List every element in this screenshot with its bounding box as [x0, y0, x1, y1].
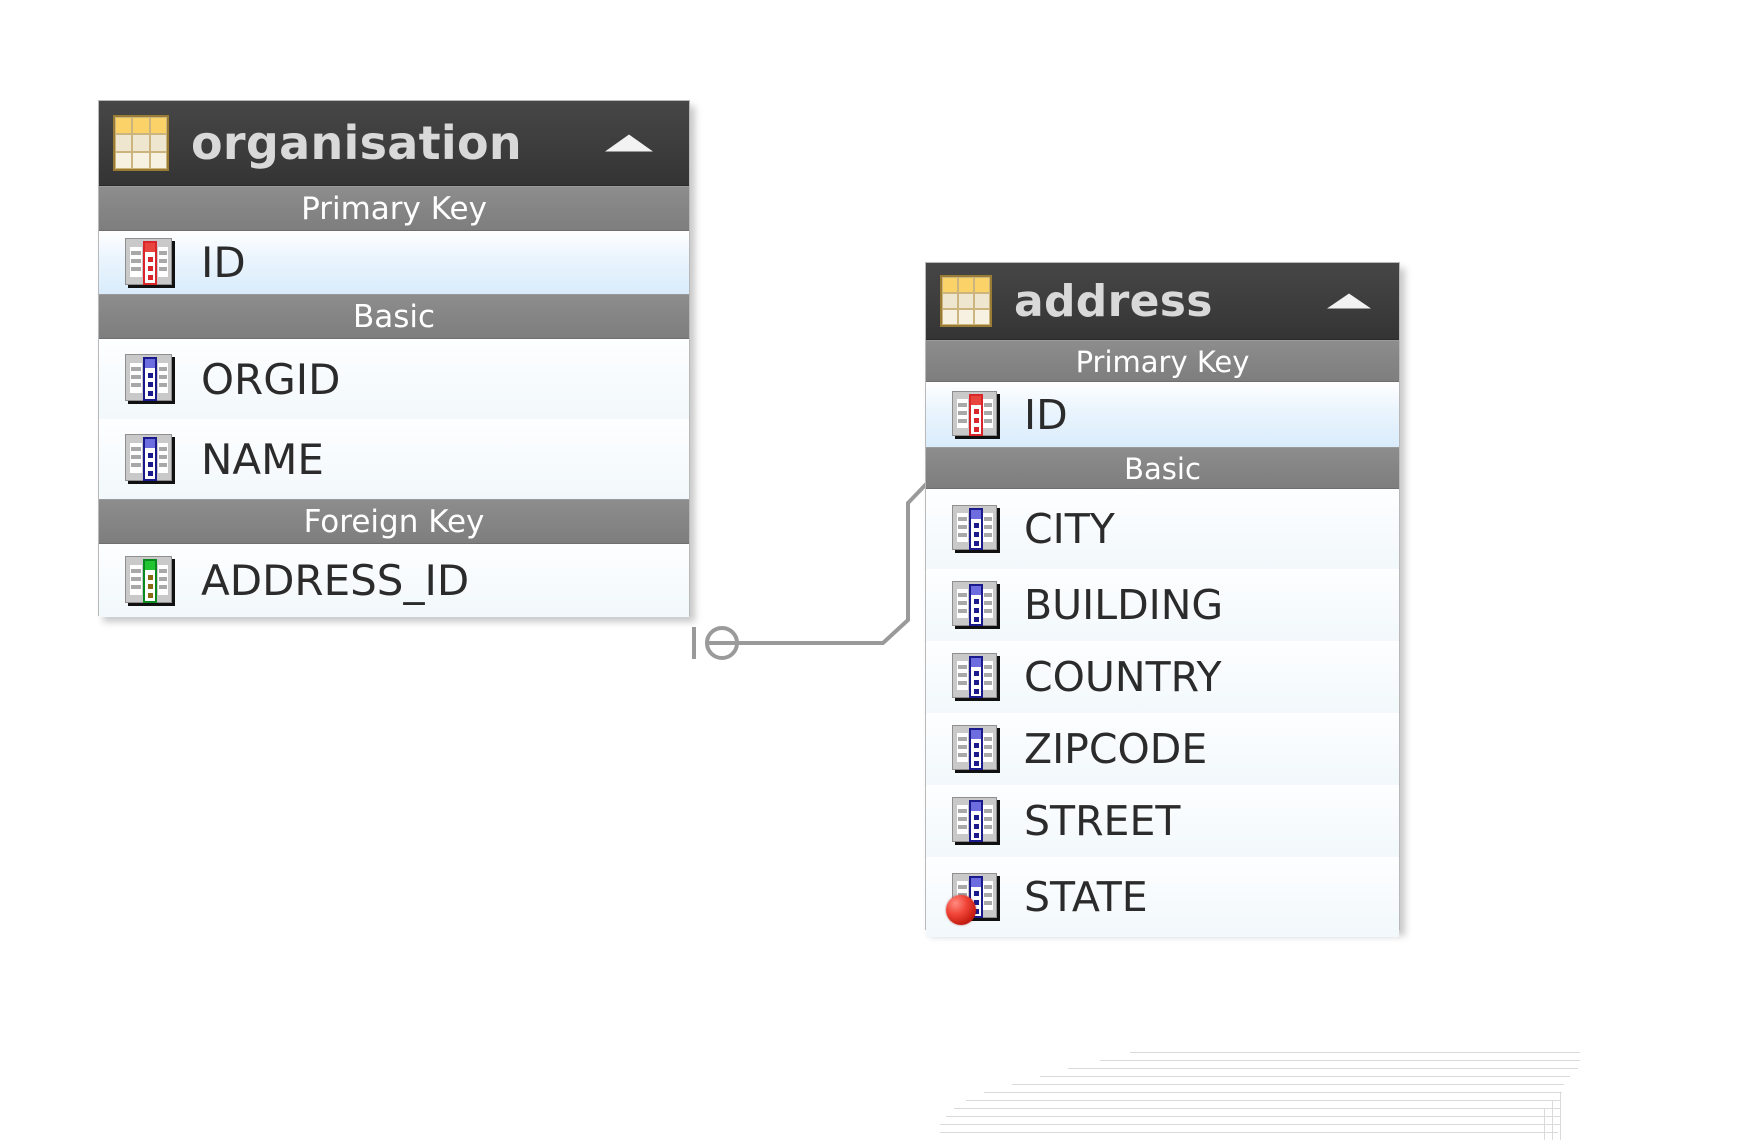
table-row[interactable]: ADDRESS_ID	[99, 544, 689, 617]
column-basic-icon	[952, 797, 1000, 845]
column-primary-key-icon	[125, 237, 175, 288]
entity-title: address	[1014, 275, 1213, 327]
column-name: COUNTRY	[1024, 653, 1222, 701]
table-row[interactable]: STREET	[926, 785, 1399, 857]
table-grid-icon	[940, 275, 992, 327]
column-name: ID	[201, 238, 246, 287]
entity-address[interactable]: address Primary Key	[925, 262, 1400, 937]
column-basic-icon	[952, 653, 1000, 701]
table-row[interactable]: ZIPCODE	[926, 713, 1399, 785]
entity-organisation[interactable]: organisation Primary Key	[98, 100, 690, 617]
section-rows-foreign-key: ADDRESS_ID	[99, 544, 689, 617]
stacked-pages-artifact	[940, 1048, 1640, 1140]
table-row[interactable]: NAME	[99, 419, 689, 499]
column-basic-icon	[952, 725, 1000, 773]
triangle-up-icon[interactable]	[605, 134, 653, 152]
column-primary-key-icon	[952, 390, 1000, 439]
table-row[interactable]: CITY	[926, 489, 1399, 569]
column-name: BUILDING	[1024, 581, 1224, 629]
column-basic-icon	[125, 434, 175, 484]
column-basic-icon	[952, 581, 1000, 629]
triangle-up-icon[interactable]	[1327, 293, 1371, 309]
column-name: ZIPCODE	[1024, 725, 1208, 773]
table-row[interactable]: STATE	[926, 857, 1399, 937]
column-name: ADDRESS_ID	[201, 556, 470, 605]
entity-title: organisation	[191, 116, 522, 170]
table-row[interactable]: COUNTRY	[926, 641, 1399, 713]
section-band-label: Primary Key	[1075, 345, 1250, 379]
section-band-basic: Basic	[99, 294, 689, 339]
table-row[interactable]: ID	[99, 231, 689, 294]
section-band-primary-key: Primary Key	[926, 340, 1399, 382]
section-rows-basic: ORGID	[99, 339, 689, 499]
section-rows-basic: CITY	[926, 489, 1399, 937]
section-band-label: Basic	[1124, 452, 1201, 486]
table-row[interactable]: ID	[926, 382, 1399, 447]
section-band-primary-key: Primary Key	[99, 186, 689, 231]
table-grid-icon	[113, 115, 169, 171]
column-name: ID	[1024, 390, 1068, 439]
section-band-label: Primary Key	[301, 191, 487, 227]
column-name: STREET	[1024, 797, 1181, 845]
column-foreign-key-icon	[125, 555, 175, 606]
entity-header-address[interactable]: address	[926, 263, 1399, 340]
table-row[interactable]: BUILDING	[926, 569, 1399, 641]
section-rows-primary-key: ID	[926, 382, 1399, 447]
column-name: ORGID	[201, 354, 341, 404]
cardinality-zero-or-one	[692, 626, 739, 660]
column-basic-icon	[946, 873, 1000, 925]
section-band-basic: Basic	[926, 447, 1399, 489]
section-rows-primary-key: ID	[99, 231, 689, 294]
column-name: STATE	[1024, 873, 1148, 921]
section-band-label: Basic	[352, 299, 436, 335]
section-band-foreign-key: Foreign Key	[99, 499, 689, 544]
table-row[interactable]: ORGID	[99, 339, 689, 419]
column-name: NAME	[201, 434, 324, 484]
column-basic-icon	[125, 354, 175, 404]
red-sphere-badge	[946, 895, 976, 925]
entity-header-organisation[interactable]: organisation	[99, 101, 689, 186]
column-name: CITY	[1024, 505, 1115, 553]
column-basic-icon	[952, 505, 1000, 553]
section-band-label: Foreign Key	[303, 504, 485, 540]
